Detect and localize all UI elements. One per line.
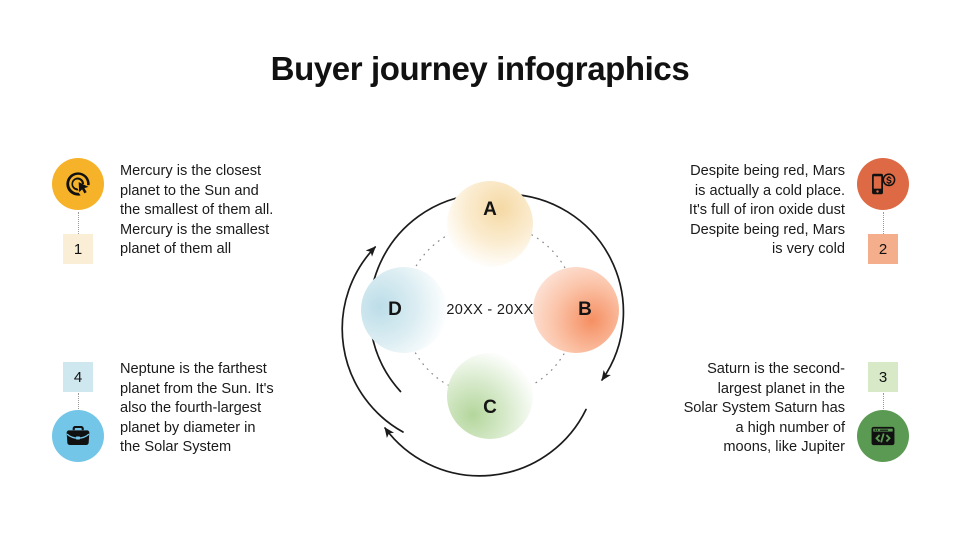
item-1-connector (78, 212, 79, 234)
cursor-click-icon (64, 170, 92, 198)
center-period-label: 20XX - 20XX (446, 302, 534, 318)
node-c-label: C (483, 397, 497, 418)
briefcase-icon (64, 422, 92, 450)
cycle-diagram: A B C D 20XX - 20XX (325, 140, 655, 480)
item-2-badge: 2 (868, 234, 898, 264)
item-1-badge: 1 (63, 234, 93, 264)
page-title: Buyer journey infographics (270, 50, 690, 87)
node-a-circle (447, 181, 533, 267)
item-4-badge: 4 (63, 362, 93, 392)
item-4-connector (78, 393, 79, 413)
item-3-connector (883, 393, 884, 413)
item-1-icon-circle[interactable] (52, 158, 104, 210)
item-2-connector (883, 212, 884, 234)
item-4-icon-circle[interactable] (52, 410, 104, 462)
item-4-text: Neptune is the farthest planet from the … (120, 361, 274, 456)
node-b-circle (533, 267, 619, 353)
item-3-text: Saturn is the second- largest planet in … (683, 361, 845, 456)
node-d-label: D (388, 299, 402, 320)
item-2-text: Despite being red, Mars is actually a co… (688, 163, 845, 258)
mobile-payment-icon (869, 170, 897, 198)
node-c-circle (447, 353, 533, 439)
item-2-icon-circle[interactable] (857, 158, 909, 210)
item-1-text: Mercury is the closest planet to the Sun… (120, 163, 274, 258)
item-3-icon-circle[interactable] (857, 410, 909, 462)
node-b-label: B (578, 299, 592, 320)
node-a-label: A (483, 199, 497, 220)
node-d-circle (361, 267, 447, 353)
code-window-icon (869, 422, 897, 450)
item-3-badge: 3 (868, 362, 898, 392)
